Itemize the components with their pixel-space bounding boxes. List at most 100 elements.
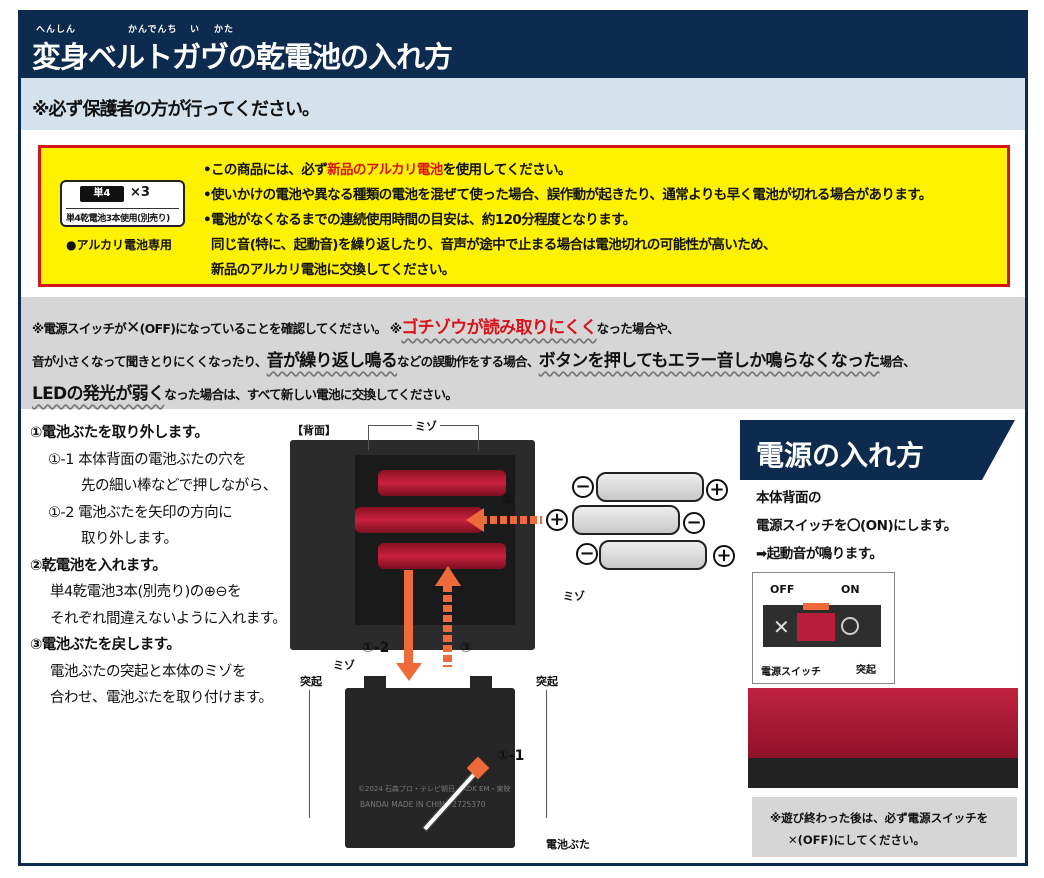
leader-line: [478, 425, 479, 450]
power-off-note: ※遊び終わった後は、必ず電源スイッチを ✕(OFF)にしてください。: [752, 797, 1017, 857]
title-band: [18, 10, 1028, 78]
leader-line: [309, 690, 310, 818]
cover-tab: [470, 676, 492, 690]
step-heading: ③電池ぶたを戻します。: [30, 637, 181, 653]
remove-arrow: [404, 570, 413, 665]
battery-badge: 単4 ×3 単4乾電池3本使用(別売り): [60, 180, 185, 227]
minus-icon: −: [576, 543, 598, 565]
step-text: ①-1 本体背面の電池ぶたの穴を: [48, 451, 247, 468]
notice-text: •この商品には、必ず: [203, 162, 328, 178]
replacement-text: ※電源スイッチが✕(OFF)になっていることを確認してください。 ※ゴチゾウが読…: [32, 312, 916, 411]
switch-closeup: OFF ON ✕ 電源スイッチ 突起: [752, 572, 895, 684]
switch-label: 電源スイッチ: [761, 667, 821, 678]
plus-icon: +: [546, 509, 568, 531]
step-text: ①-2 電池ぶたを矢印の方向に: [48, 504, 233, 521]
protrusion-label: 突起: [856, 665, 876, 676]
power-text: 本体背面の: [756, 490, 821, 506]
step-heading: ②乾電池を入れます。: [30, 557, 167, 574]
attach-arrow: [443, 585, 452, 667]
power-title: 電源の入れ方: [756, 439, 925, 472]
cover-tab: [364, 676, 386, 690]
caution-band: [21, 78, 1025, 130]
highlight: 音が繰り返し鳴る: [266, 351, 398, 371]
on-icon: [841, 617, 859, 635]
power-header: [740, 420, 1015, 480]
made-in-text: BANDAI MADE IN CHINA 2725370: [360, 800, 486, 809]
leader-line: [368, 425, 369, 450]
arrow-head: [435, 566, 461, 586]
installed-battery: [355, 507, 483, 533]
guardian-caution: ※必ず保護者の方が行ってください。: [32, 99, 320, 120]
power-text: ➡起動音が鳴ります。: [756, 546, 883, 562]
aaa-battery: [596, 472, 704, 502]
battery-steps: ①電池ぶたを取り外します。 ①-1 本体背面の電池ぶたの穴を 先の細い棒などで押…: [30, 420, 287, 712]
notice-line: •使いかけの電池や異なる種類の電池を混ぜて使った場合、誤作動が起きたり、通常より…: [203, 187, 932, 203]
step-2-marker: ②: [502, 492, 514, 508]
aaa-battery: [599, 540, 707, 570]
plus-icon: +: [706, 479, 728, 501]
power-switch[interactable]: [797, 613, 835, 641]
groove-label: ミゾ: [563, 590, 585, 603]
power-text: 電源スイッチを〇(ON)にします。: [756, 518, 957, 534]
step-text: 先の細い棒などで押しながら、: [81, 478, 277, 494]
minus-icon: −: [683, 512, 705, 534]
note-text: ※遊び終わった後は、必ず電源スイッチを: [770, 811, 989, 825]
insert-arrow: [480, 516, 542, 524]
copyright-text: ©2024 石森プロ・テレビ朝日・ADK EM・東映: [358, 785, 511, 793]
replacement-band: [21, 297, 1025, 409]
step-3-marker: ③: [460, 640, 472, 656]
step-heading: ①電池ぶたを取り外します。: [30, 425, 209, 441]
slide-arrow: [803, 603, 829, 610]
installed-battery: [378, 470, 506, 496]
step-1-1-marker: ①-1: [497, 748, 525, 764]
notice-highlight: 新品のアルカリ電池: [327, 162, 443, 178]
minus-icon: −: [572, 476, 594, 498]
plus-icon: +: [713, 545, 735, 567]
notice-text: を使用してください。: [442, 162, 572, 178]
title-furigana: かんでんち: [128, 25, 178, 35]
groove-label: ミゾ: [412, 418, 440, 434]
highlight: LEDの発光が弱く: [32, 384, 165, 404]
battery-sub: 単4乾電池3本使用(別売り): [66, 208, 179, 224]
t: ※電源スイッチが: [32, 321, 127, 336]
title-furigana: い: [190, 25, 201, 35]
step-text: 電池ぶたの突起と本体のミゾを: [50, 663, 247, 680]
off-label: OFF: [770, 583, 795, 596]
back-label: 【背面】: [292, 424, 336, 437]
highlight: ゴチゾウが読み取りにくく: [401, 318, 597, 338]
off-mark: ✕: [126, 318, 140, 338]
on-label: ON: [841, 583, 860, 596]
step-text: それぞれ間違えないように入れます。: [50, 610, 287, 627]
page-title: 変身ベルトガヴの乾電池の入れ方: [32, 40, 453, 74]
battery-notice-box: [38, 145, 1010, 287]
step-text: 単4乾電池3本(別売り)の⊕⊖を: [50, 584, 242, 600]
battery-count: ×3: [130, 185, 150, 200]
protrusion-label: 突起: [300, 675, 322, 688]
groove-label: ミゾ: [333, 659, 355, 672]
installed-battery: [378, 543, 506, 569]
title-furigana: かた: [214, 25, 235, 35]
battery-notice-text: •この商品には、必ず新品のアルカリ電池を使用してください。 •使いかけの電池や異…: [203, 158, 932, 283]
note-text: ✕(OFF)にしてください。: [788, 833, 925, 847]
notice-line: •電池がなくなるまでの連続使用時間の目安は、約120分程度となります。: [203, 212, 636, 228]
notice-line: 新品のアルカリ電池に交換してください。: [211, 262, 455, 278]
off-icon: ✕: [773, 615, 790, 639]
t: 音が小さくなって聞きとりにくくなったり、: [32, 354, 267, 369]
step-1-2-marker: ①-2: [362, 640, 390, 656]
t: 場合、: [879, 354, 916, 369]
t: なった場合や、: [596, 321, 680, 336]
t: などの誤動作をする場合、: [397, 354, 539, 369]
alkaline-only: ●アルカリ電池専用: [66, 238, 172, 252]
highlight: ボタンを押してもエラー音しか鳴らなくなった: [538, 351, 881, 371]
arrow-head: [396, 663, 422, 681]
arrow-head: [466, 508, 484, 532]
aaa-battery: [572, 505, 680, 535]
step-text: 取り外します。: [81, 531, 178, 547]
battery-icon: 単4: [80, 186, 124, 202]
t: なった場合は、すべて新しい電池に交換してください。: [164, 387, 458, 402]
notice-line: 同じ音(特に、起動音)を繰り返したり、音声が途中で止まる場合は電池切れの可能性が…: [211, 237, 777, 253]
protrusion-label: 突起: [536, 675, 558, 688]
t: (OFF)になっていることを確認してください。 ※: [139, 321, 402, 336]
leader-line: [546, 690, 547, 818]
step-text: 合わせ、電池ぶたを取り付けます。: [50, 690, 273, 706]
